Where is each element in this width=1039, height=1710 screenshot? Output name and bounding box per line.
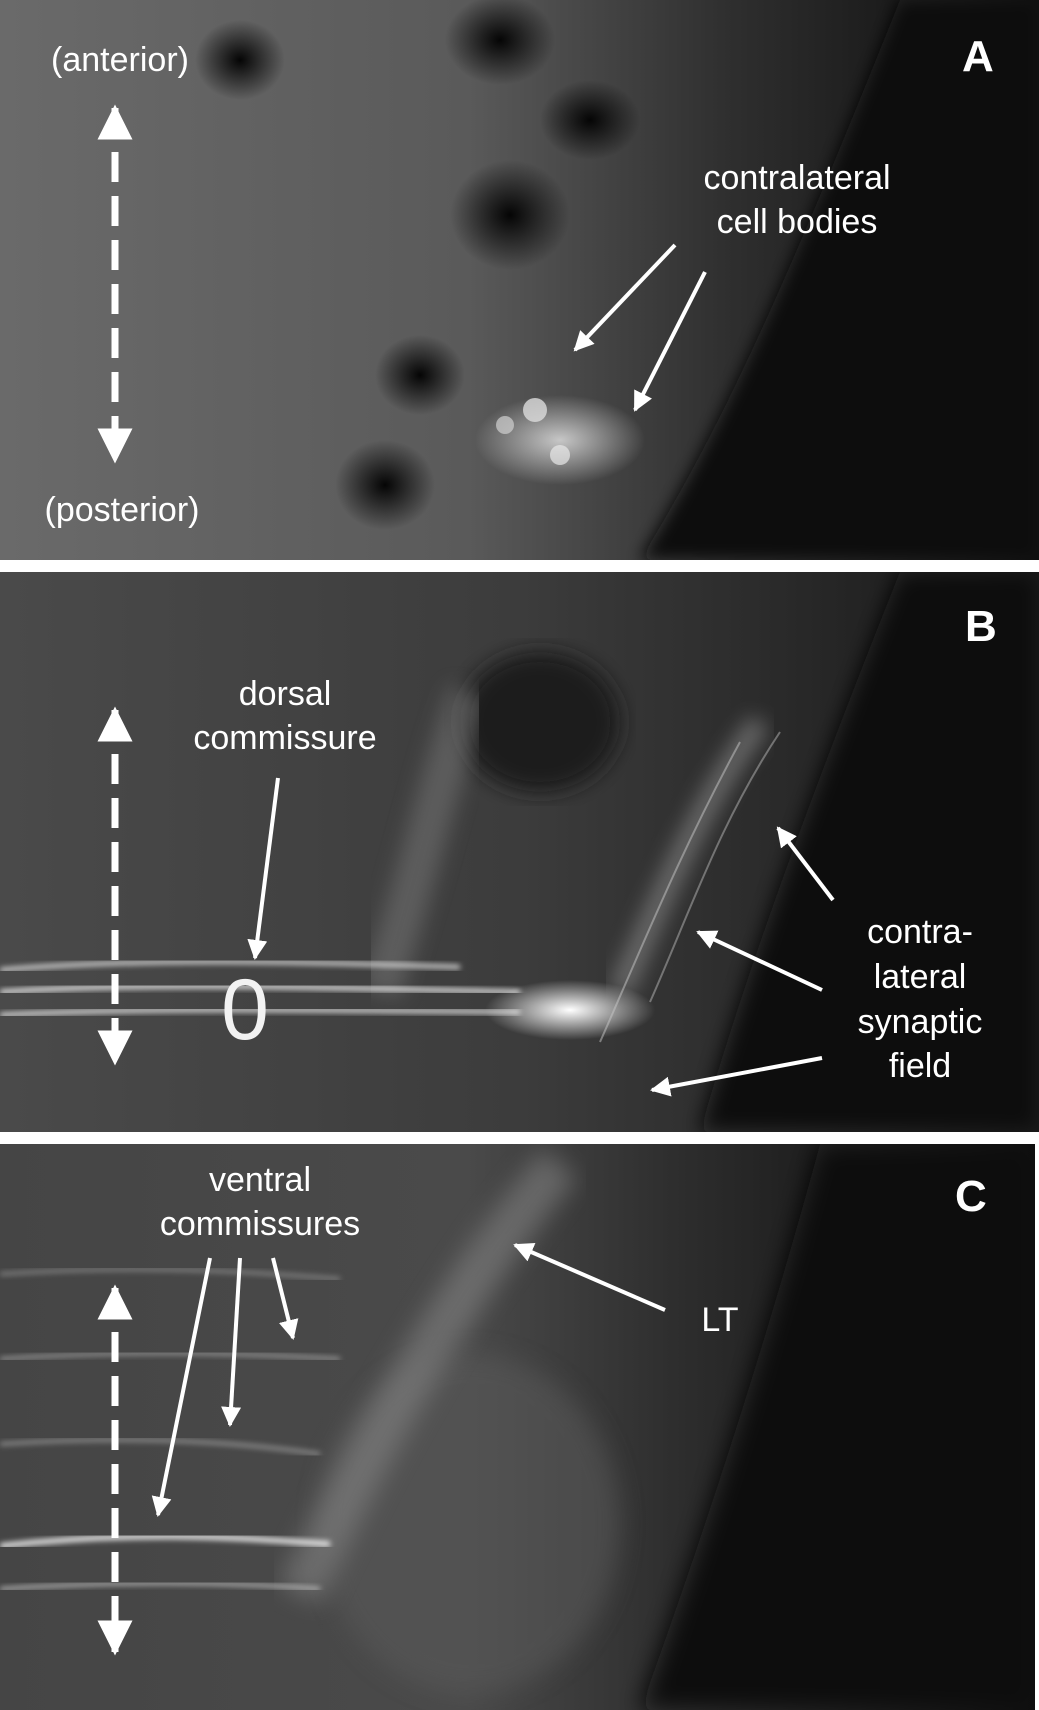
cell-bodies-label-2: cell bodies — [716, 203, 878, 241]
panel-letter-c: C — [955, 1172, 987, 1221]
dorsal-marker: 0 — [221, 962, 269, 1058]
anterior-label: (anterior) — [51, 41, 189, 79]
dorsal-commissure-label-1: dorsal — [238, 675, 332, 713]
ventral-label-2: commissures — [159, 1205, 361, 1243]
panel-a — [0, 0, 1039, 560]
dorsal-commissure-label-2: commissure — [193, 719, 377, 757]
panel-letter-b: B — [965, 602, 997, 651]
lt-label: LT — [701, 1301, 739, 1339]
cell-bodies-label-1: contralateral — [703, 159, 891, 197]
panel-letter-a: A — [962, 32, 994, 81]
synaptic-label-1: contra- — [867, 913, 973, 951]
synaptic-label-3: synaptic — [857, 1003, 983, 1041]
micrograph-b — [0, 572, 1039, 1132]
ventral-label-1: ventral — [208, 1161, 312, 1199]
synaptic-label-4: field — [888, 1047, 952, 1085]
posterior-label: (posterior) — [44, 491, 200, 529]
micrograph-a — [0, 0, 1039, 560]
synaptic-label-2: lateral — [873, 958, 967, 996]
panel-b — [0, 572, 1039, 1132]
